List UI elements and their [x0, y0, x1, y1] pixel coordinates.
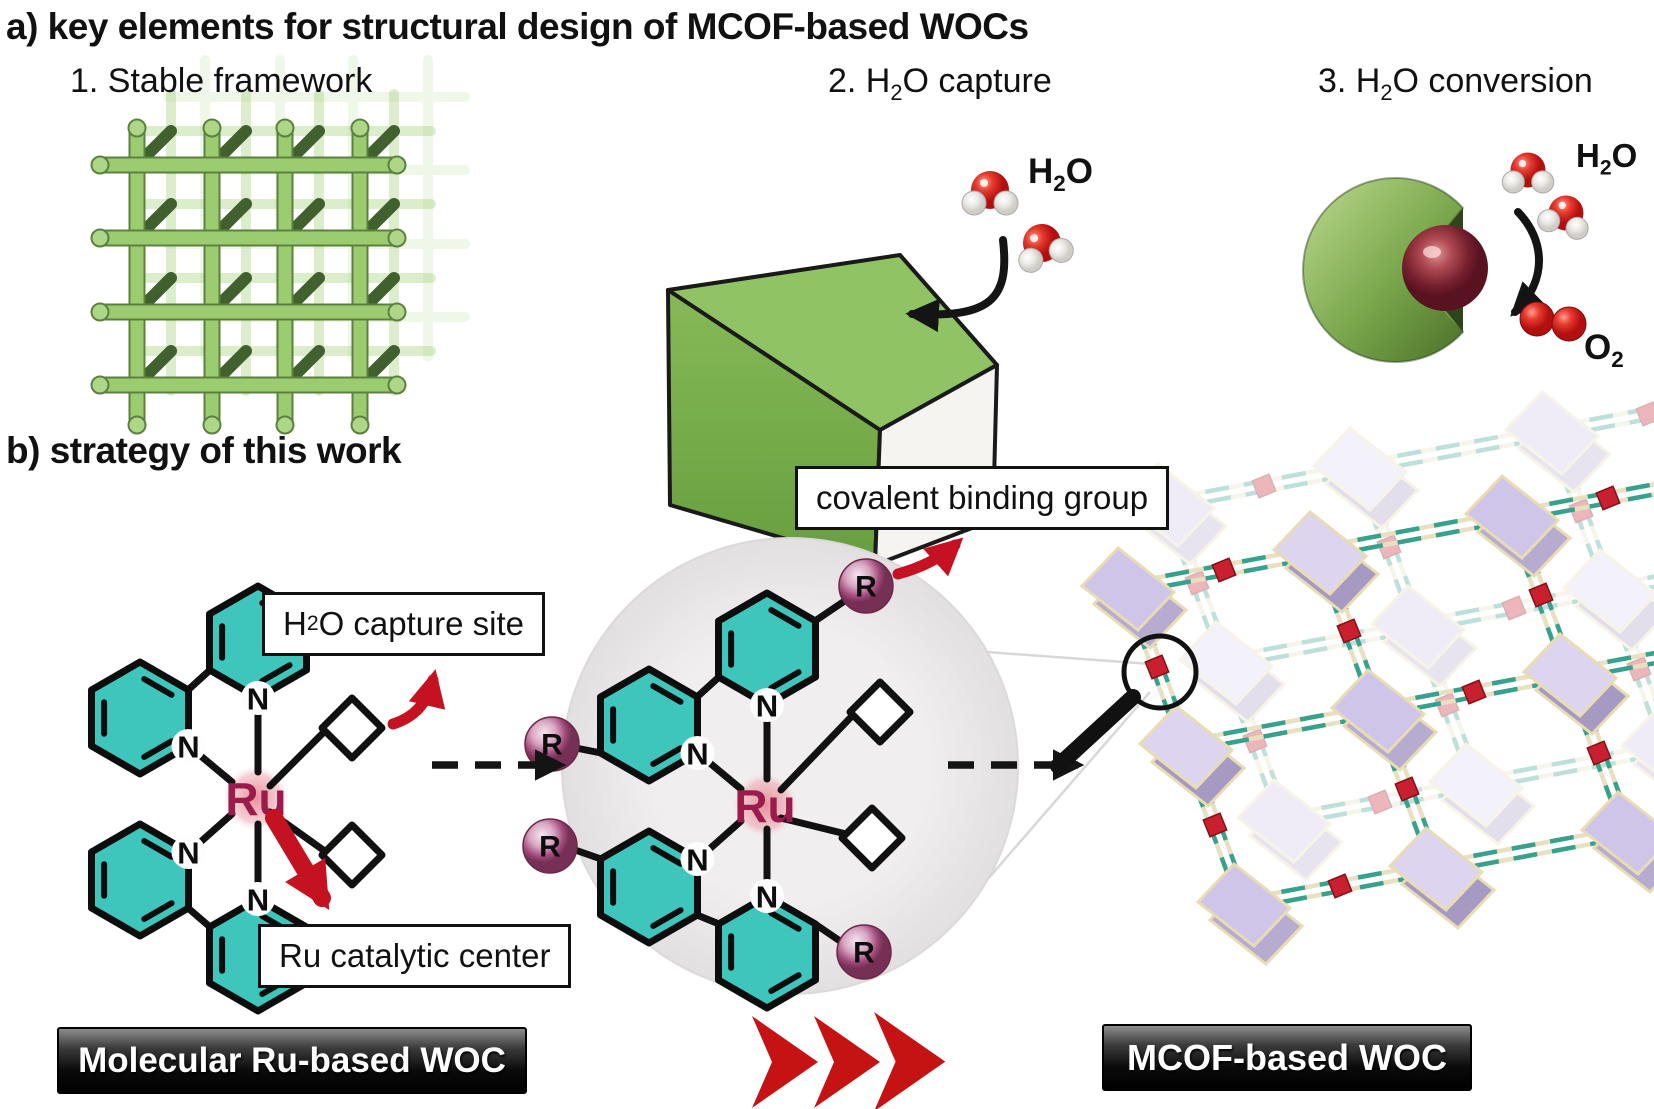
water-molecule-graphic: [1537, 195, 1589, 240]
open-site-diamond: [318, 694, 386, 762]
mcof-node-plate: [1503, 389, 1601, 477]
n-atom-label: N: [686, 843, 708, 878]
mcof-node-plate: [1515, 407, 1613, 495]
red-cube: [1595, 485, 1621, 511]
oxygen-molecule-graphic: [1519, 301, 1587, 342]
r-group-sphere: [522, 818, 578, 874]
h2o-conversion-label: 3. H2O conversion: [1318, 62, 1593, 105]
mcof-node-plate: [1247, 795, 1345, 883]
capture-arrow-icon: [905, 236, 1009, 333]
mcof-node-plate: [1177, 619, 1275, 707]
water-molecule-graphic: [961, 171, 1019, 216]
n-atom-label: N: [756, 880, 778, 915]
r-group-label: R: [855, 571, 877, 604]
covalent-binding-group-box: covalent binding group: [795, 466, 1170, 530]
red-cube: [1251, 473, 1277, 499]
mcof-node-plate: [1631, 740, 1654, 782]
r-group-sphere: [838, 558, 894, 614]
bond: [701, 755, 745, 793]
bond: [184, 904, 214, 931]
water-formula-capture: H2O: [1028, 152, 1093, 196]
ru-atom-label: Ru: [734, 780, 795, 832]
mcof-node-plate: [1619, 710, 1654, 774]
molecular-woc-bar: Molecular Ru-based WOC: [57, 1027, 527, 1094]
mcof-node-plate: [1235, 777, 1333, 865]
mcof-node-plate: [1381, 601, 1479, 689]
mcof-node-plate: [1387, 825, 1485, 913]
mcof-node-plate: [1439, 759, 1537, 847]
bond: [777, 712, 856, 794]
bond: [701, 817, 745, 857]
n-atom-label: N: [756, 689, 778, 724]
oxygen-formula: O2: [1584, 328, 1624, 372]
bond: [266, 726, 330, 790]
mcof-structure-graphic: [1079, 473, 1654, 967]
mcof-node-plate: [1521, 631, 1619, 719]
open-site-diamond: [318, 821, 386, 889]
red-cube: [1367, 789, 1393, 815]
ru-catalytic-center-box: Ru catalytic center: [258, 924, 572, 988]
red-cube: [1202, 812, 1228, 838]
red-cube: [1336, 618, 1362, 644]
stable-framework-label: 1. Stable framework: [70, 62, 373, 100]
red-cube: [1394, 776, 1420, 802]
n-atom-label: N: [247, 883, 269, 918]
mcof-node-plate: [1195, 861, 1293, 949]
mcof-node-plate: [1137, 703, 1235, 791]
r-group-label: R: [541, 729, 563, 762]
mcof-woc-bar: MCOF-based WOC: [1102, 1024, 1472, 1091]
mcof-node-plate: [1573, 565, 1654, 653]
framework-lattice-graphic: [90, 55, 470, 435]
callout-line: [986, 691, 1151, 881]
h2o-capture-label: 2. H2O capture: [828, 62, 1052, 105]
n-atom-label: N: [686, 737, 708, 772]
red-cube: [1501, 595, 1527, 621]
red-cube: [1327, 873, 1353, 899]
mcof-node-plate: [1271, 509, 1369, 597]
capture-site-arrow-icon: [387, 669, 446, 730]
water-molecule-graphic: [1018, 224, 1074, 273]
mcof-node-plate: [1463, 473, 1561, 561]
catalyst-sphere-graphic: [1302, 177, 1488, 363]
bond: [777, 814, 850, 838]
mcof-node-plate: [1427, 741, 1525, 829]
mcof-node-plate: [1079, 545, 1177, 633]
red-cube: [1461, 679, 1487, 705]
mcof-node-plate: [1369, 583, 1467, 671]
magnifier-icon: [1050, 633, 1199, 774]
red-cube: [1211, 557, 1237, 583]
mcof-node-plate: [1323, 443, 1421, 531]
red-cube: [1528, 582, 1554, 608]
panel-b-title: b) strategy of this work: [6, 430, 402, 471]
mcof-node-plate: [1311, 425, 1409, 513]
bond: [192, 748, 236, 786]
bond: [693, 673, 723, 701]
mcof-node-plate: [1189, 637, 1287, 725]
chevron-arrows-icon: [752, 1012, 946, 1109]
r-group-sphere: [836, 924, 892, 980]
catalytic-center-arrow-icon: [265, 809, 331, 911]
mcof-node-plate: [1329, 667, 1427, 755]
conversion-arrow-icon: [1510, 208, 1546, 317]
n-atom-label: N: [247, 682, 269, 717]
water-formula-conversion: H2O: [1576, 137, 1638, 180]
mcof-node-plate: [1579, 789, 1654, 877]
bond: [184, 666, 214, 694]
n-atom-label: N: [177, 730, 199, 765]
open-site-diamond: [838, 804, 906, 872]
water-molecule-graphic: [1501, 152, 1555, 194]
n-atom-label: N: [177, 836, 199, 871]
mcof-node-plate: [1561, 547, 1654, 635]
r-group-label: R: [853, 937, 875, 970]
bond: [693, 911, 723, 928]
covalent-group-arrow-icon: [892, 537, 964, 580]
red-cube: [1586, 740, 1612, 766]
r-group-label: R: [539, 831, 561, 864]
red-cube: [1144, 654, 1170, 680]
bond: [192, 810, 236, 850]
open-site-diamond: [846, 678, 914, 746]
panel-a-title: a) key elements for structural design of…: [6, 6, 1029, 47]
